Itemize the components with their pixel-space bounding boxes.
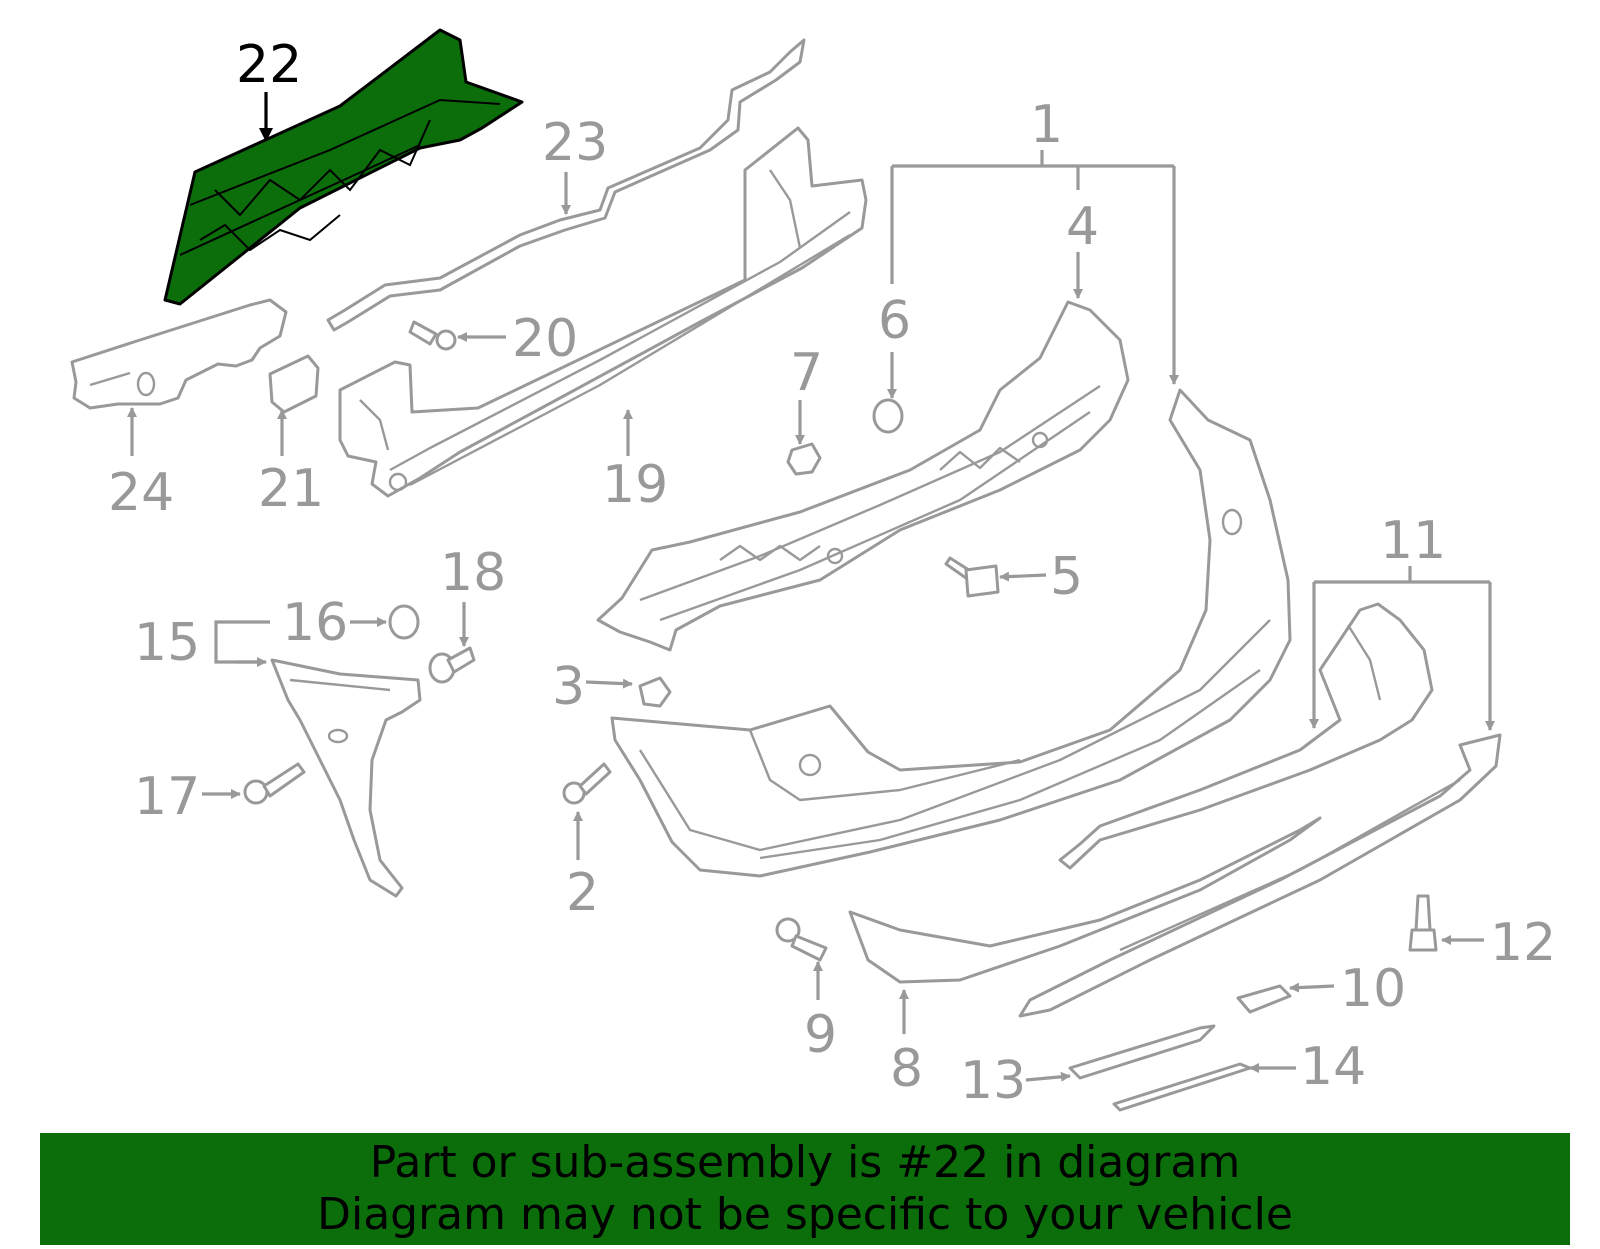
part-2-shape[interactable]	[562, 762, 612, 805]
part-5-shape[interactable]	[944, 556, 1000, 598]
callout-20[interactable]: 20	[512, 309, 578, 369]
part-9-shape[interactable]	[775, 917, 828, 962]
callout-4[interactable]: 4	[1066, 197, 1099, 257]
leader-11-bracket	[1314, 566, 1490, 584]
leader-5	[999, 571, 1047, 582]
callout-8[interactable]: 8	[890, 1039, 923, 1099]
callout-11[interactable]: 11	[1380, 511, 1446, 571]
part-3-shape[interactable]	[638, 676, 672, 708]
part-10-shape[interactable]	[1236, 984, 1292, 1014]
part-15-shape[interactable]	[270, 658, 422, 898]
part-1-shape[interactable]	[610, 388, 1292, 878]
callout-17[interactable]: 17	[134, 767, 200, 827]
callout-6[interactable]: 6	[878, 291, 911, 351]
callout-15[interactable]: 15	[134, 613, 200, 673]
part-8-shape[interactable]	[848, 816, 1322, 984]
callout-3[interactable]: 3	[552, 657, 585, 717]
part-21-shape[interactable]	[268, 354, 320, 414]
callout-2[interactable]: 2	[566, 863, 599, 923]
callout-12[interactable]: 12	[1490, 913, 1556, 973]
part-6-shape[interactable]	[872, 398, 904, 434]
banner-line-2: Diagram may not be specific to your vehi…	[317, 1189, 1293, 1240]
callout-18[interactable]: 18	[440, 543, 506, 603]
callout-9[interactable]: 9	[804, 1005, 837, 1065]
part-18-shape[interactable]	[428, 646, 476, 684]
part-16-shape[interactable]	[388, 604, 420, 640]
leader-3	[585, 678, 633, 689]
part-11-shape[interactable]	[1018, 602, 1502, 1018]
callout-5[interactable]: 5	[1050, 547, 1083, 607]
callout-10[interactable]: 10	[1340, 959, 1406, 1019]
callout-7[interactable]: 7	[790, 343, 823, 403]
part-19-shape[interactable]	[338, 126, 868, 498]
part-17-shape[interactable]	[243, 762, 306, 805]
banner-line-1: Part or sub-assembly is #22 in diagram	[369, 1137, 1241, 1188]
part-22-shape[interactable]	[163, 28, 524, 306]
part-12-shape[interactable]	[1408, 894, 1438, 952]
leader-lines	[127, 92, 1495, 1082]
leader-13	[1025, 1071, 1071, 1082]
callout-19[interactable]: 19	[602, 455, 668, 515]
part-13-shape[interactable]	[1068, 1024, 1216, 1080]
part-7-shape[interactable]	[786, 442, 822, 476]
part-20-shape[interactable]	[408, 320, 457, 351]
callout-22[interactable]: 22	[236, 35, 302, 95]
leader-15-bracket	[214, 620, 270, 664]
callout-16[interactable]: 16	[282, 593, 348, 653]
callout-23[interactable]: 23	[542, 113, 608, 173]
part-14-shape[interactable]	[1112, 1062, 1252, 1112]
callout-13[interactable]: 13	[960, 1051, 1026, 1111]
leader-10	[1289, 982, 1335, 993]
callout-1[interactable]: 1	[1030, 95, 1063, 155]
leader-1-bracket	[892, 150, 1174, 168]
info-banner: Part or sub-assembly is #22 in diagram D…	[40, 1133, 1570, 1245]
callout-labels: 22 23 1 4 6 7 20 24 21 19 5 18 16 15 3 1…	[108, 35, 1556, 1111]
part-4-shape[interactable]	[596, 300, 1130, 652]
part-24-shape[interactable]	[70, 298, 288, 410]
callout-21[interactable]: 21	[258, 459, 324, 519]
part-23-shape[interactable]	[326, 38, 806, 332]
callout-14[interactable]: 14	[1300, 1037, 1366, 1097]
callout-24[interactable]: 24	[108, 463, 174, 523]
